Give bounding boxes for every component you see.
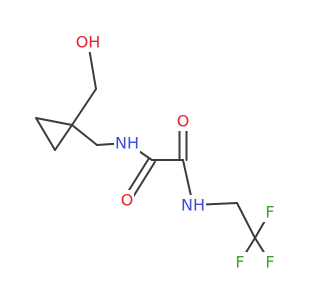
amide-nh-left-label: NH (115, 134, 139, 153)
fluorine-label-2: F (265, 253, 274, 272)
molecule-structure: OH NH O O NH F F F (35, 32, 277, 272)
fluorine-label-3-background (233, 252, 247, 272)
amide-nh-right-label: NH (181, 196, 205, 215)
bond-ch2c-cf3 (236, 202, 256, 239)
bond-cq-ch2b (71, 124, 98, 146)
amide-nh-left-label-background (114, 133, 140, 153)
hydroxyl-label-background (75, 32, 101, 52)
fluorine-label-2-background (263, 252, 277, 272)
carbonyl-oxygen-right-label: O (177, 112, 190, 131)
carbonyl-oxygen-left-label: O (121, 191, 134, 210)
hydroxyl-label: OH (76, 33, 101, 52)
bond-cq-cpb (54, 124, 73, 151)
fluorine-label-1: F (265, 203, 274, 222)
fluorine-label-1-background (263, 202, 277, 222)
bond-c1-o1-b (128, 160, 156, 203)
carbonyl-oxygen-right-label-background (176, 111, 190, 131)
fluorine-label-3: F (235, 253, 244, 272)
amide-nh-right-label-background (180, 195, 206, 215)
carbonyl-oxygen-left-label-background (120, 190, 134, 210)
bond-ch2a-cq (71, 88, 97, 126)
bond-layer (35, 41, 271, 263)
bond-cq-cpa (35, 117, 73, 126)
bond-cpa-cpb (35, 117, 56, 151)
atom-label-layer: OH NH O O NH F F F (75, 32, 277, 272)
